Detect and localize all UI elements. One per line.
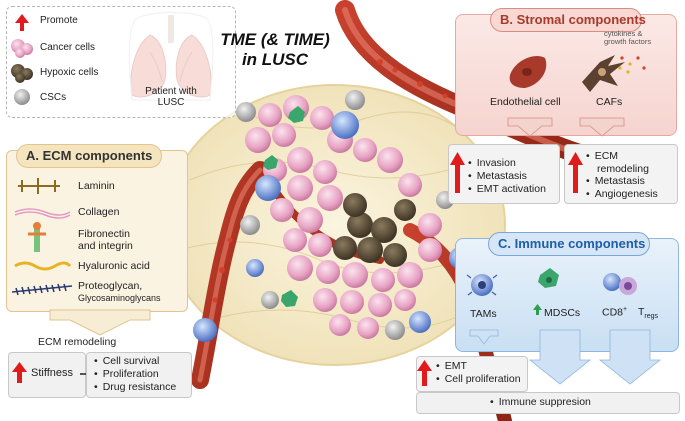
ecm-proteoglycan-label: Proteoglycan, Glycosaminoglycans [78,280,161,304]
ecm-outcome-item: Drug resistance [94,381,177,394]
endothelial-effect-item: EMT activation [468,183,546,196]
patient-label: Patient with LUSC [133,86,209,108]
caf-effects-list: ECM remodeling Metastasis Angiogenesis [586,150,658,200]
treg-text: T [638,306,645,318]
ecm-proteoglycan-line1: Proteoglycan, [78,280,143,292]
legend-hypoxic-cells-label: Hypoxic cells [40,67,99,78]
caf-effect-item: Angiogenesis [586,188,658,201]
legend-cancer-cells-label: Cancer cells [40,42,96,53]
immune-effect-item: Cell proliferation [436,373,521,386]
cytokines-line1: cytokines & [604,29,643,38]
hypoxic-cell-cluster [333,193,416,267]
ecm-outcomes-list: Cell survival Proliferation Drug resista… [94,355,177,394]
mdscs-label: MDSCs [544,307,581,319]
mdsc-cells [263,106,305,307]
ecm-hyaluronic-label: Hyaluronic acid [78,260,150,272]
stromal-title: B. Stromal components [500,12,646,27]
endothelial-effect-item: Invasion [468,157,546,170]
endothelial-cell-label: Endothelial cell [490,96,561,108]
caf-effect-item: ECM [586,150,658,163]
tams-label: TAMs [470,308,497,320]
cytokines-label: cytokines & growth factors [604,30,651,46]
endothelial-effect-item: Metastasis [468,170,546,183]
legend-cscs-label: CSCs [40,92,67,103]
csc-cells [236,90,454,340]
stromal-panel [455,14,677,136]
title-line2: in LUSC [241,50,309,69]
ecm-fibronectin-line2: and integrin [78,240,133,252]
patient-label-line1: Patient with [145,86,197,97]
diagram-title: TME (& TIME) in LUSC [205,30,345,70]
caf-effect-item-cont-text: remodeling [597,162,649,175]
treg-sub: regs [644,313,659,321]
ecm-outcome-item: Proliferation [94,368,176,381]
stromal-title-pill [490,8,642,32]
cancer-cell-cluster [245,95,442,339]
legend-promote-label: Promote [40,15,78,26]
treg-label: Tregs [638,306,658,320]
endothelial-effects-list: Invasion Metastasis EMT activation [468,157,546,196]
cytokines-line2: growth factors [604,37,652,46]
ecm-collagen-label: Collagen [78,206,120,218]
cd8-sup: + [623,306,628,313]
stiffness-label: Stiffness [31,367,73,379]
ecm-remodeling-label: ECM remodeling [38,336,117,348]
cd8-text: CD8 [602,306,624,319]
immune-suppression-list: Immune suppresion [490,396,591,409]
immune-effects-list: EMT Cell proliferation [436,360,521,386]
caf-effect-item-cont: remodeling [586,163,658,176]
ecm-title-pill [16,144,162,168]
ecm-proteoglycan-line2: Glycosaminoglycans [78,293,161,303]
immune-title: C. Immune components [498,236,646,251]
ecm-laminin-label: Laminin [78,180,115,192]
immune-title-pill [488,232,650,256]
immune-suppression-label: Immune suppresion [490,396,591,409]
ecm-title: A. ECM components [26,148,153,163]
cd8-label: CD8+ [602,306,627,319]
ecm-outcome-item: Cell survival [94,355,176,368]
immune-effect-item: EMT [436,360,521,373]
ecm-fibronectin-label: Fibronectin and integrin [78,228,133,252]
immune-cells-in-tumor [193,111,471,342]
title-line1: TME (& TIME) [220,30,330,49]
caf-effect-item: Metastasis [586,175,658,188]
patient-label-line2: LUSC [157,97,185,108]
cafs-label: CAFs [596,96,623,108]
legend-panel [6,6,236,118]
ecm-fibronectin-line1: Fibronectin [78,228,130,240]
